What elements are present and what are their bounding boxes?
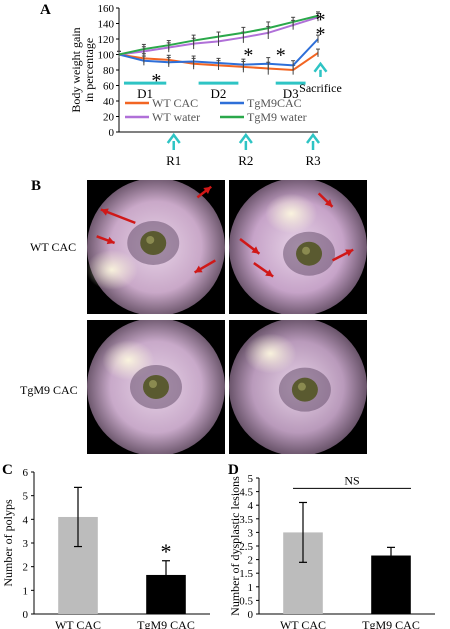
- recovery-arrow-head: [166, 132, 181, 144]
- y-axis-label-line: in percentage: [82, 38, 96, 102]
- y-tick-label: 0: [248, 609, 254, 621]
- y-tick-label: 0: [23, 609, 29, 621]
- recovery-label: R1: [166, 153, 181, 168]
- y-tick-label: 5: [248, 473, 254, 485]
- y-tick-label: 4.5: [239, 487, 253, 499]
- bar: [371, 555, 411, 614]
- endoscopy-tgm9-2: [229, 320, 367, 454]
- significance-asterisk: *: [151, 70, 161, 92]
- panel-d-letter: D: [228, 462, 239, 478]
- y-axis-label: Number of polyps: [1, 499, 15, 587]
- lesion-arrow-head: [251, 246, 260, 254]
- endoscopy-view: [229, 180, 367, 314]
- y-tick-label: 3: [248, 527, 254, 539]
- y-tick-label: 1.5: [239, 568, 253, 580]
- endoscopy-image-grid: [87, 180, 377, 458]
- y-tick-label: 100: [98, 50, 115, 62]
- y-tick-label: 60: [103, 81, 115, 93]
- category-label: TgM9 CAC: [362, 618, 420, 629]
- lesion-arrow-head: [106, 236, 115, 245]
- y-tick-label: 4: [248, 500, 254, 512]
- y-tick-label: 40: [103, 96, 115, 108]
- y-tick-label: 1: [23, 585, 29, 597]
- polyp: [143, 375, 169, 399]
- lesion-arrow-head: [265, 269, 274, 277]
- y-axis-label: Body weight gainin percentage: [69, 27, 96, 112]
- sacrifice-label: Sacrifice: [299, 81, 342, 95]
- light-reflection: [244, 333, 297, 374]
- row-label-tgm9-cac: TgM9 CAC: [20, 383, 78, 397]
- recovery-arrow-head: [238, 132, 253, 144]
- y-tick-label: 6: [23, 467, 29, 479]
- endoscopy-wt-2: [229, 180, 367, 314]
- endoscopy-view: [87, 320, 225, 454]
- y-tick-label: 2.5: [239, 541, 253, 553]
- y-tick-label: 3: [23, 538, 29, 550]
- y-tick-label: 80: [103, 65, 115, 77]
- category-label: WT CAC: [55, 618, 101, 629]
- significance-asterisk: *: [243, 45, 253, 67]
- y-tick-label: 3.5: [239, 514, 253, 526]
- y-tick-label: 2: [248, 555, 254, 567]
- significance-asterisk: *: [315, 24, 325, 46]
- legend-label: WT water: [152, 110, 200, 124]
- significance-asterisk: *: [161, 539, 172, 564]
- lesion-arrow-head: [194, 265, 203, 273]
- polyp-highlight: [302, 246, 311, 255]
- y-axis-label: Number of dysplastic lesions: [228, 476, 242, 616]
- category-label: WT CAC: [280, 618, 326, 629]
- polyp: [296, 241, 323, 266]
- y-tick-label: 140: [98, 19, 115, 31]
- y-tick-label: 20: [103, 112, 115, 124]
- endoscopy-tgm9-1: [87, 320, 225, 454]
- polyp-highlight: [146, 235, 155, 244]
- dysplastic-lesions-bar-chart: 0 0.51 1.52 2.5 33.5 44.5 5 Number of dysplasti…: [228, 473, 435, 629]
- y-tick-label: 0.5: [239, 595, 253, 607]
- endoscopy-wt-1: [87, 180, 225, 314]
- significance-asterisk: *: [276, 45, 286, 67]
- recovery-arrow-head: [306, 132, 321, 144]
- polyp-highlight: [297, 382, 306, 391]
- lesion-arrow-head: [345, 249, 354, 257]
- recovery-label: R3: [305, 153, 320, 168]
- y-tick-label: 4: [23, 514, 29, 526]
- panel-b-letter: B: [31, 178, 42, 194]
- sacrifice-arrow-head: [313, 61, 328, 73]
- y-tick-label: 5: [23, 491, 29, 503]
- endoscopy-view: [229, 320, 367, 454]
- lesion-arrow-head: [203, 186, 212, 195]
- y-tick-label: 1: [248, 582, 254, 594]
- lesion-arrow-head: [324, 199, 333, 207]
- y-axis-label-line: Body weight gain: [69, 27, 83, 112]
- y-tick-label: 160: [98, 3, 115, 15]
- y-tick-label: 0: [109, 127, 115, 139]
- lesion-arrow-head: [100, 208, 109, 216]
- endoscopy-view: [87, 180, 225, 314]
- polyp: [291, 377, 318, 402]
- y-tick-label: 120: [98, 34, 115, 46]
- recovery-label: R2: [238, 153, 253, 168]
- polyp-highlight: [149, 380, 157, 388]
- polyp: [140, 230, 167, 255]
- dss-period-label: D2: [211, 86, 227, 101]
- not-significant-label: NS: [344, 473, 359, 487]
- panel-c-letter: C: [2, 462, 13, 478]
- category-label: TgM9 CAC: [137, 618, 195, 629]
- significance-asterisk: *: [315, 9, 325, 31]
- light-reflection: [265, 193, 318, 234]
- row-label-wt-cac: WT CAC: [30, 240, 77, 254]
- legend-label: TgM9 water: [247, 110, 307, 124]
- light-reflection: [87, 249, 138, 290]
- panel-a-letter: A: [40, 2, 51, 18]
- dss-period-label: D3: [283, 86, 299, 101]
- y-tick-label: 2: [23, 562, 29, 574]
- legend-label: WT CAC: [152, 96, 198, 110]
- dss-period-label: D1: [137, 86, 153, 101]
- legend-label: TgM9CAC: [247, 96, 302, 110]
